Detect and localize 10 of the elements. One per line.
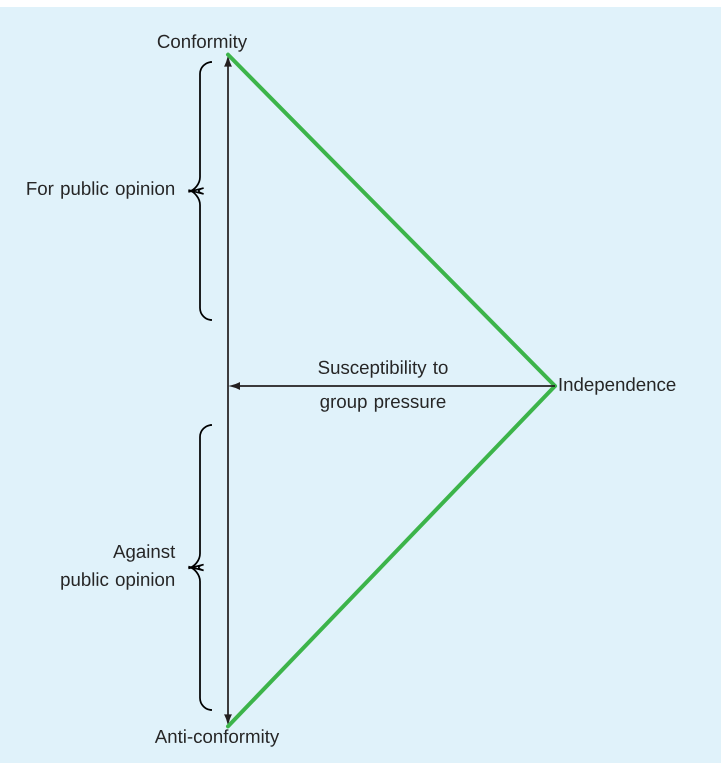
arrow [224, 58, 232, 724]
bracket-label: Against public opinion [61, 544, 176, 590]
line [226, 384, 557, 728]
node-label: Anti-conformity [154, 729, 280, 747]
arrow [231, 382, 555, 390]
edge-label: Susceptibility to group pressure [318, 360, 448, 412]
bracket-label: For public opinion [27, 181, 174, 199]
node-label: Independence [560, 377, 676, 395]
line [226, 52, 557, 388]
node-label: Conformity [158, 34, 248, 52]
